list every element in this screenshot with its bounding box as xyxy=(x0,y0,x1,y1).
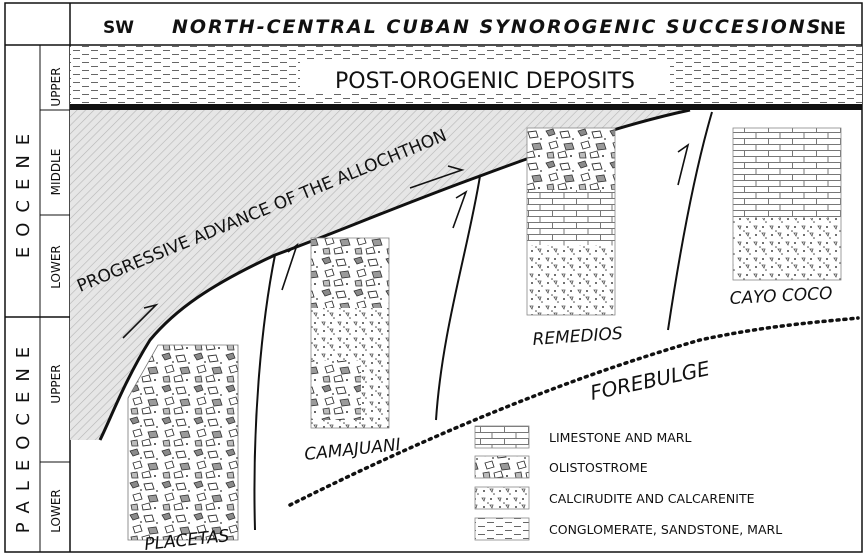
remedios-calcirudite xyxy=(527,245,615,315)
thrust-arrow-3 xyxy=(453,192,466,228)
post-orogenic-base xyxy=(70,104,862,110)
stage-label-eocene-lower: LOWER xyxy=(49,245,63,289)
epoch-label-paleocene: PALEOCENE xyxy=(13,337,34,533)
unit-label-cayo-coco: CAYO COCO xyxy=(729,284,833,309)
epoch-label-eocene: EOCENE xyxy=(13,124,34,258)
diagram-title: NORTH-CENTRAL CUBAN SYNOROGENIC SUCCESIO… xyxy=(172,16,822,38)
legend-swatch-olistostrome xyxy=(475,456,529,478)
legend-swatch-conglomerate xyxy=(475,518,529,540)
post-orogenic-label: POST-OROGENIC DEPOSITS xyxy=(335,69,635,94)
remedios-olistostrome xyxy=(527,128,615,190)
forebulge-label: FOREBULGE xyxy=(588,356,712,405)
legend-label-calcirudite: CALCIRUDITE AND CALCARENITE xyxy=(549,491,755,506)
cayo-coco-calcirudite xyxy=(733,218,841,280)
stage-label-eocene-middle: MIDDLE xyxy=(49,149,63,196)
camajuani-olistostrome-upper xyxy=(311,238,389,308)
direction-sw: SW xyxy=(103,18,134,38)
thrust-arrow-4 xyxy=(678,145,688,185)
legend-swatch-calcirudite xyxy=(475,487,529,509)
legend: LIMESTONE AND MARL OLISTOSTROME CALCIRUD… xyxy=(475,426,782,540)
direction-ne: NE xyxy=(820,19,846,39)
unit-label-remedios: REMEDIOS xyxy=(532,324,624,350)
stage-label-paleocene-upper: UPPER xyxy=(49,364,63,403)
thrust-fault-1 xyxy=(254,255,275,530)
unit-label-camajuani: CAMAJUANI xyxy=(303,435,401,465)
legend-swatch-limestone xyxy=(475,426,529,448)
stage-label-paleocene-lower: LOWER xyxy=(49,489,63,533)
camajuani-olistostrome-lower xyxy=(311,360,361,420)
cayo-coco-limestone xyxy=(733,128,841,218)
stage-label-eocene-upper: UPPER xyxy=(49,67,63,106)
placetas-column xyxy=(128,345,238,540)
thrust-fault-3 xyxy=(668,112,712,330)
legend-label-limestone: LIMESTONE AND MARL xyxy=(549,430,691,445)
remedios-limestone xyxy=(527,190,615,245)
legend-label-conglomerate: CONGLOMERATE, SANDSTONE, MARL xyxy=(549,522,782,537)
legend-label-olistostrome: OLISTOSTROME xyxy=(549,460,648,475)
